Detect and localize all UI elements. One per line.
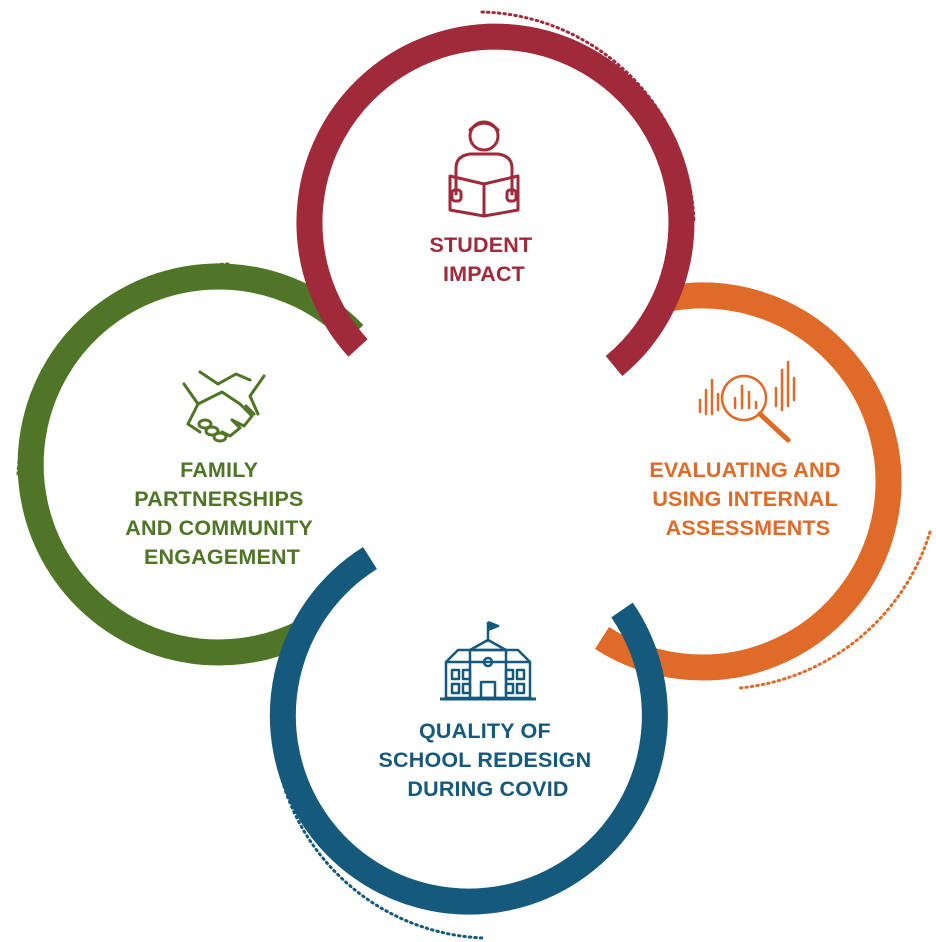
- student-reading-icon: [448, 120, 520, 218]
- student-label: STUDENT IMPACT: [429, 233, 538, 286]
- evaluating-label: EVALUATING AND USING INTERNAL ASSESSMENT…: [649, 458, 846, 540]
- evaluating-ring: [594, 282, 902, 681]
- quality-label: QUALITY OF SCHOOL REDESIGN DURING COVID: [378, 719, 597, 801]
- magnifier-chart-icon: [698, 360, 796, 443]
- family-ring: [17, 263, 364, 666]
- family-label: FAMILY PARTNERSHIPS AND COMMUNITY ENGAGE…: [125, 458, 319, 569]
- school-building-icon: [440, 620, 536, 701]
- evaluating-dotted-arc: [738, 530, 932, 690]
- student-ring: [296, 23, 695, 376]
- quality-ring: [269, 547, 668, 915]
- handshake-icon: [182, 370, 266, 443]
